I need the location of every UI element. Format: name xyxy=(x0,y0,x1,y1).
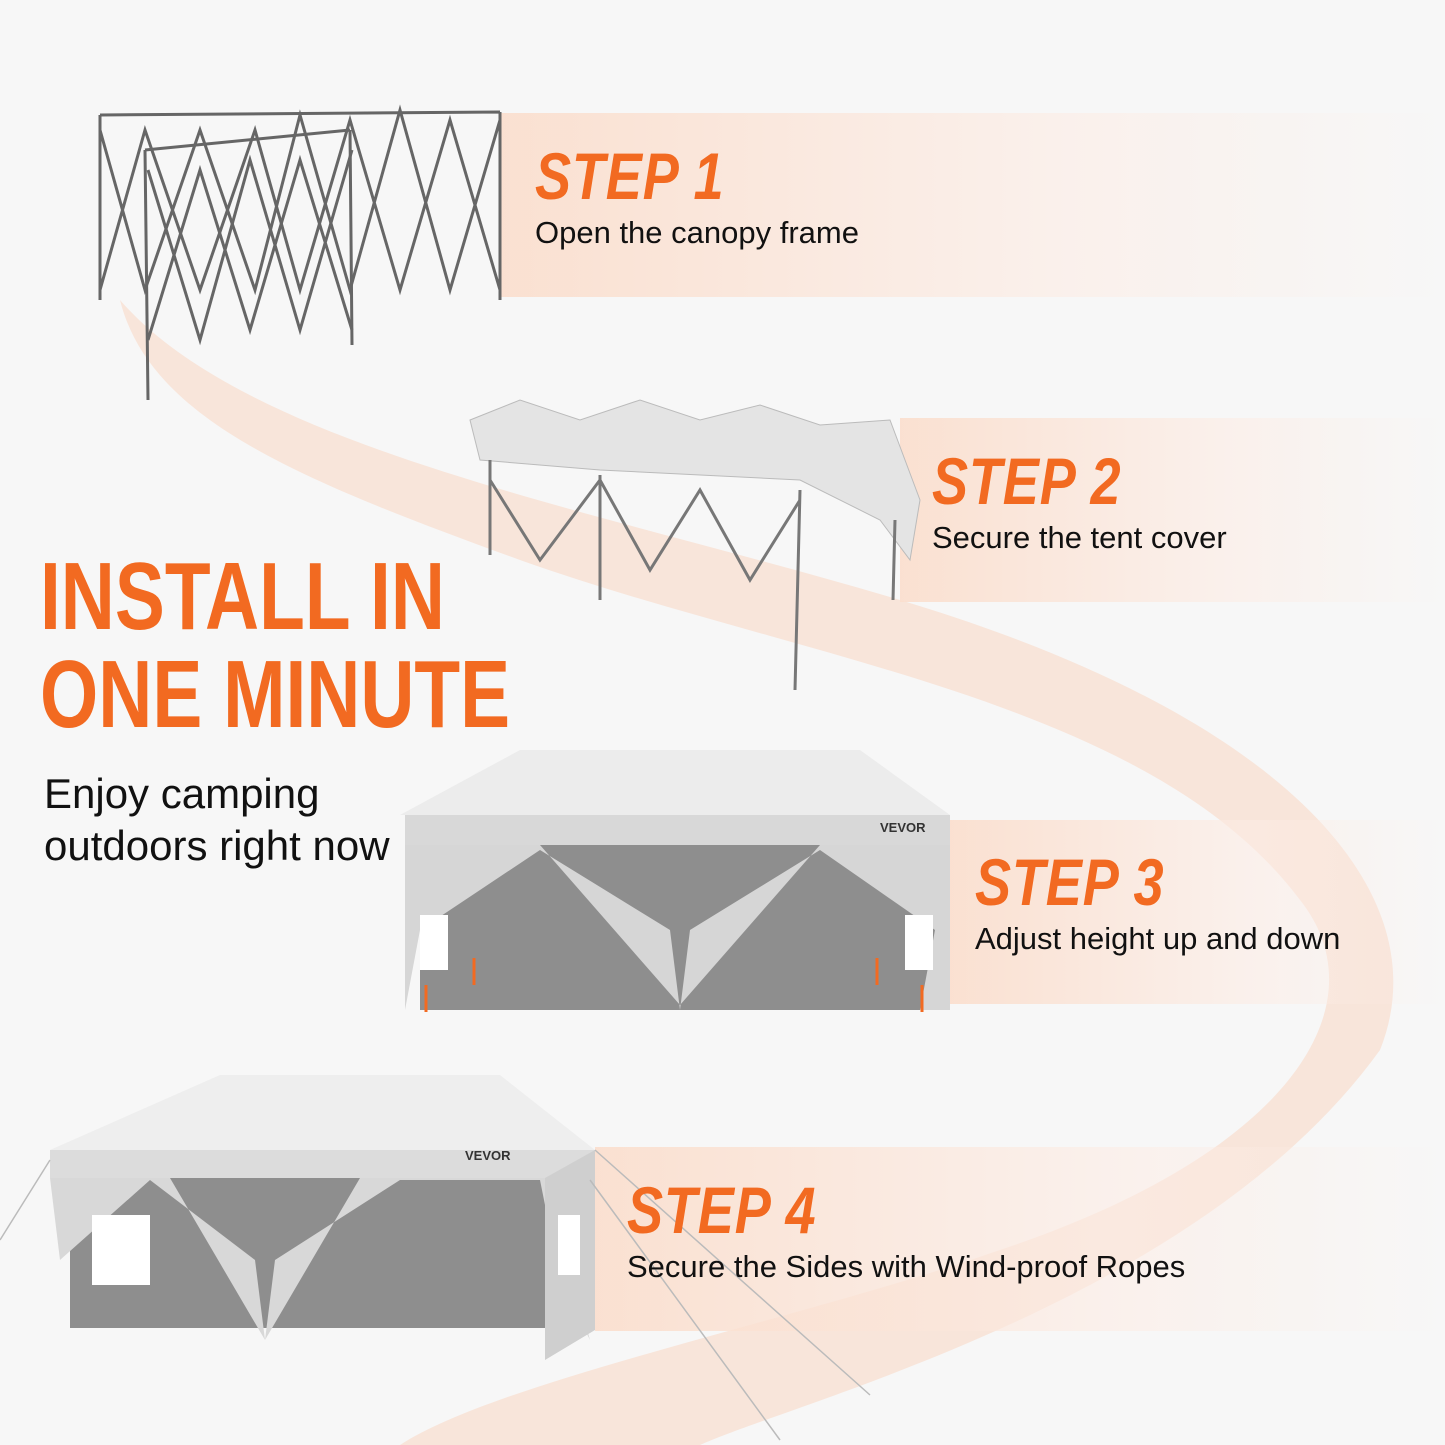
tent-step-4-image xyxy=(0,1075,871,1441)
headline: INSTALL IN ONE MINUTE xyxy=(40,548,510,744)
step-4-title: STEP 4 xyxy=(627,1173,817,1247)
step-3-title: STEP 3 xyxy=(975,845,1165,919)
step-4: STEP 4 Secure the Sides with Wind-proof … xyxy=(627,1177,1185,1285)
step-3: STEP 3 Adjust height up and down xyxy=(975,849,1340,957)
step-1-description: Open the canopy frame xyxy=(535,215,859,250)
step-1-band xyxy=(500,113,1445,297)
step-1-title: STEP 1 xyxy=(535,139,725,213)
step-2-band xyxy=(900,418,1445,602)
step-2: STEP 2 Secure the tent cover xyxy=(932,448,1227,556)
svg-text:VEVOR: VEVOR xyxy=(465,1148,511,1163)
step-1: STEP 1 Open the canopy frame xyxy=(535,143,859,251)
tent-step-3-image xyxy=(400,750,950,1012)
canopy-frame-image xyxy=(98,104,502,401)
vevor-logo-step-4: VEVOR xyxy=(465,1148,511,1163)
step-3-description: Adjust height up and down xyxy=(975,921,1341,956)
subtitle-line-2: outdoors right now xyxy=(44,822,390,869)
subtitle-line-1: Enjoy camping xyxy=(44,770,320,817)
step-2-description: Secure the tent cover xyxy=(932,520,1227,555)
vevor-logo-step-3: VEVOR xyxy=(880,820,926,835)
subtitle: Enjoy camping outdoors right now xyxy=(44,768,390,872)
step-3-band xyxy=(950,820,1445,1004)
headline-line-1: INSTALL IN xyxy=(40,543,445,650)
svg-text:VEVOR: VEVOR xyxy=(880,820,926,835)
step-4-description: Secure the Sides with Wind-proof Ropes xyxy=(627,1249,1186,1284)
step-2-title: STEP 2 xyxy=(932,444,1122,518)
tent-cover-image xyxy=(469,399,921,691)
step-4-band xyxy=(595,1147,1445,1331)
headline-line-2: ONE MINUTE xyxy=(40,641,511,748)
